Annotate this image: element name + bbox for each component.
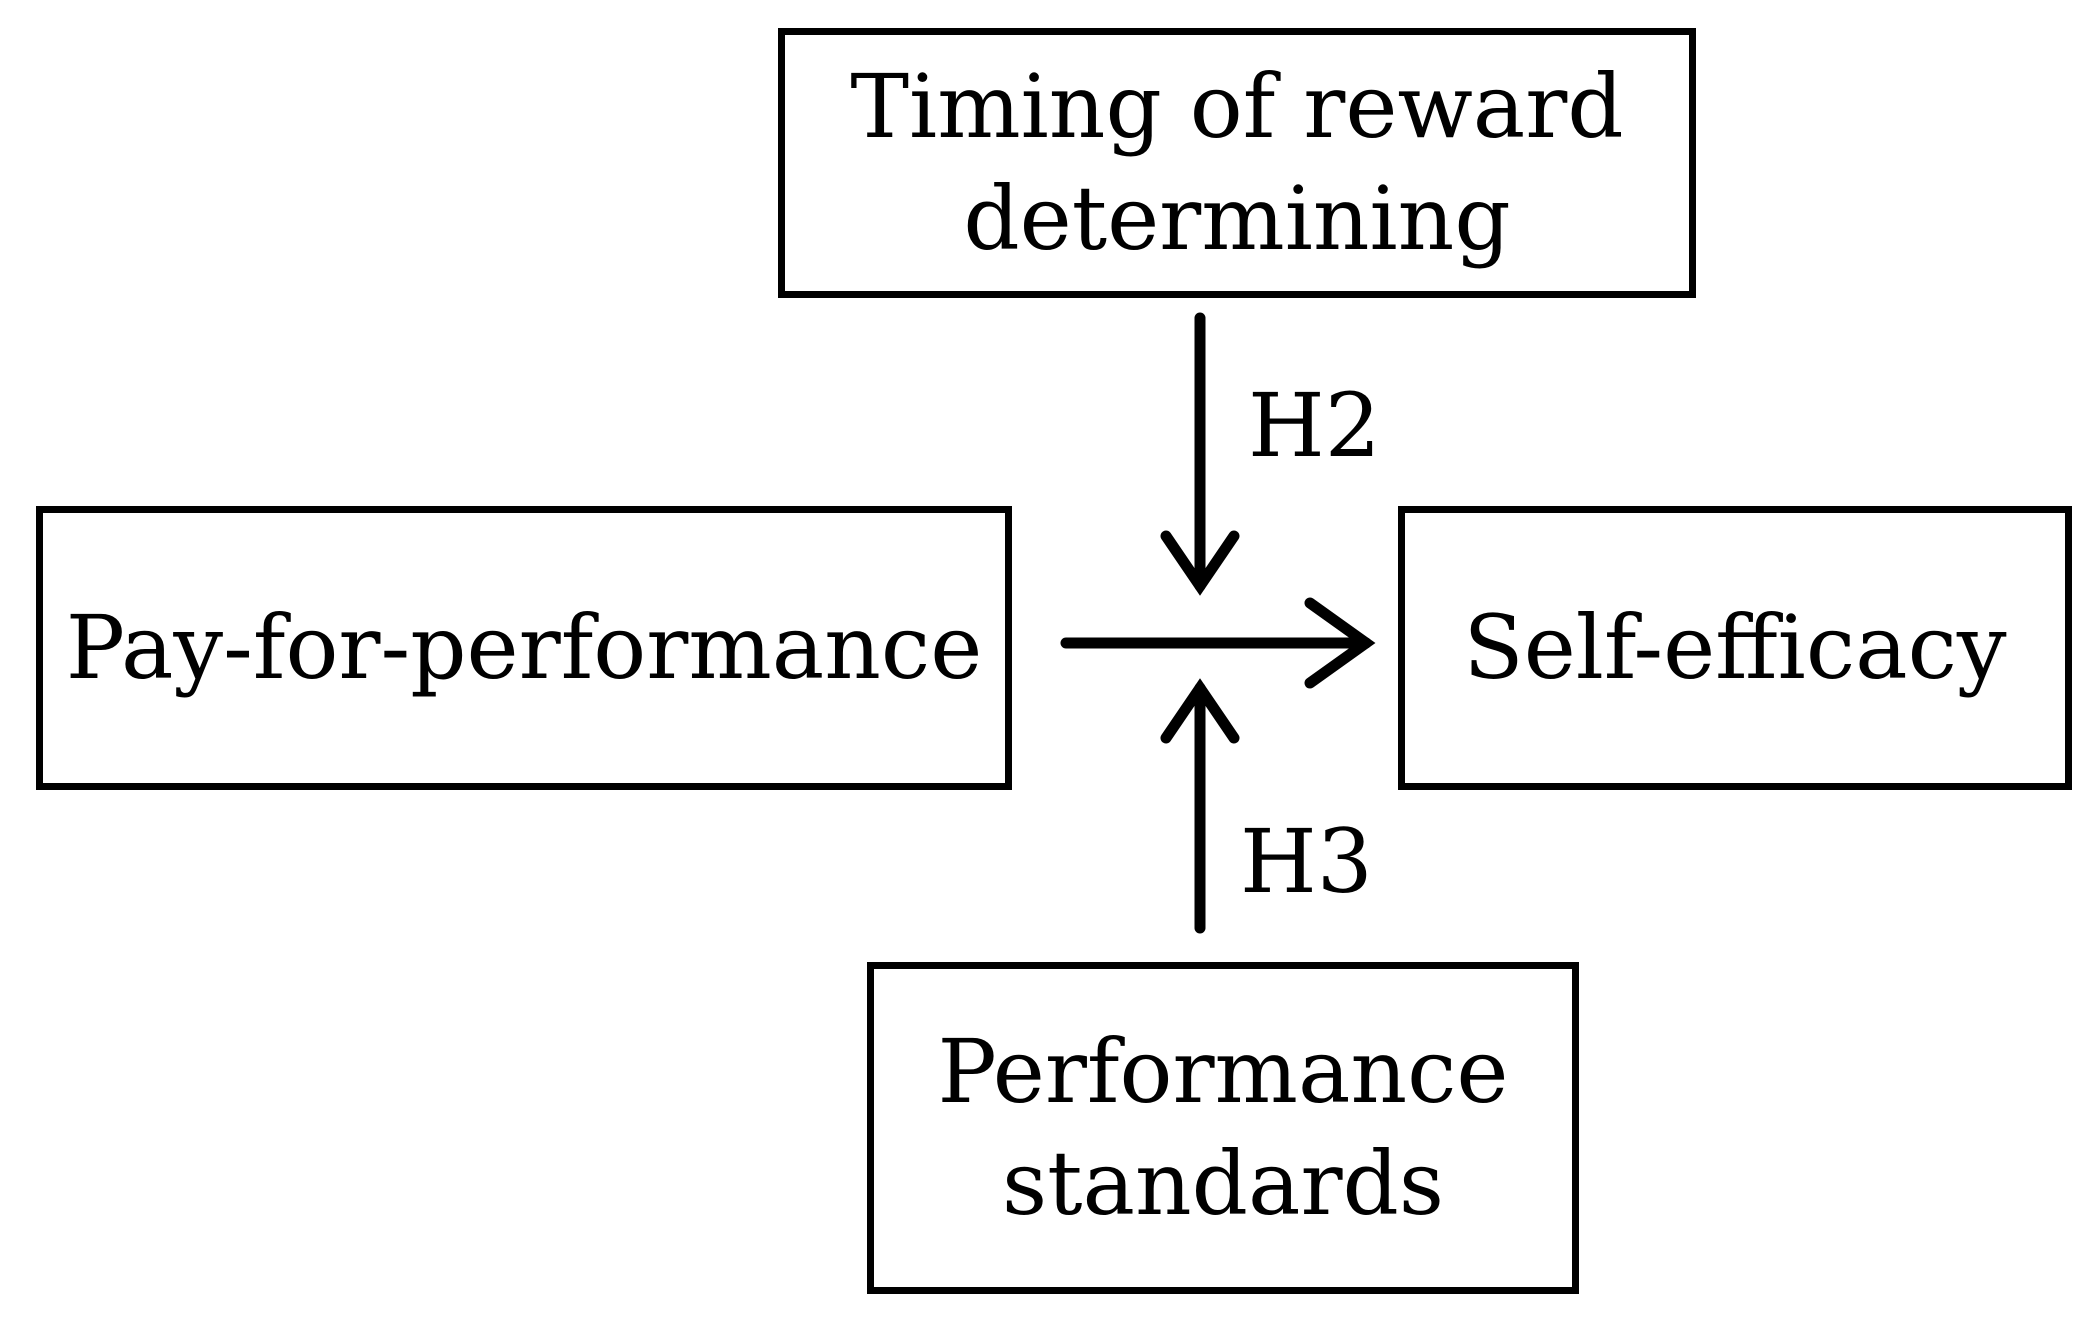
performance-standards-line-2: standards [1001, 1132, 1445, 1235]
timing-of-reward-line-1: Timing of reward [850, 55, 1624, 158]
pay-for-performance-label: Pay-for-performance [65, 596, 983, 699]
h3-moderation-arrow [1160, 678, 1240, 934]
performance-standards-line-1: Performance [937, 1020, 1509, 1123]
main-effect-arrow [1060, 597, 1376, 689]
h3-label: H3 [1240, 810, 1373, 913]
performance-standards-box: Performance standards [867, 962, 1579, 1294]
self-efficacy-box: Self-efficacy [1398, 506, 2072, 790]
timing-of-reward-line-2: determining [963, 167, 1511, 270]
self-efficacy-label: Self-efficacy [1463, 596, 2007, 699]
pay-for-performance-box: Pay-for-performance [36, 506, 1012, 790]
timing-of-reward-box: Timing of reward determining [778, 28, 1696, 298]
h2-moderation-arrow [1160, 312, 1240, 596]
h2-label: H2 [1248, 374, 1381, 477]
